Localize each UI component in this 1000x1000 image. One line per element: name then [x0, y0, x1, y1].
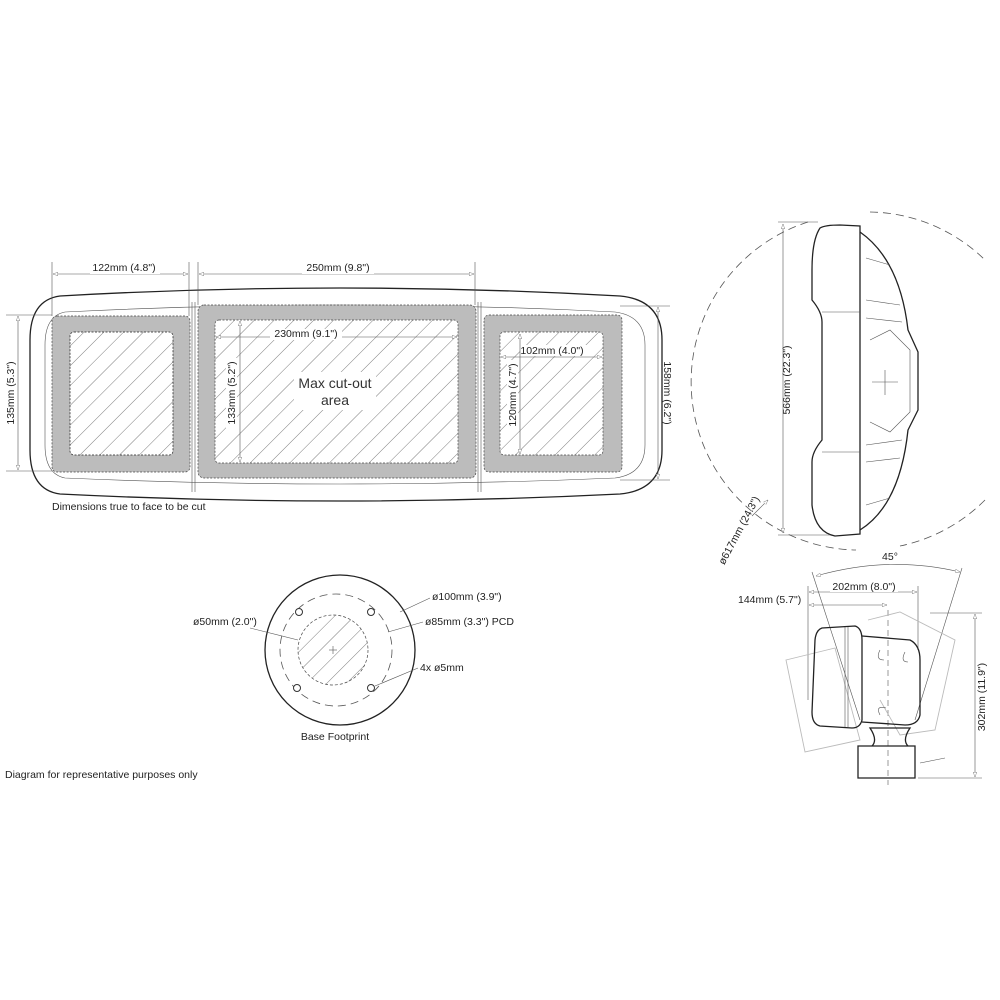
base-holes: 4x ø5mm [420, 662, 464, 674]
footer-note: Diagram for representative purposes only [5, 769, 198, 781]
base-inner-diameter: ø50mm (2.0") [193, 616, 257, 628]
dim-right-height: 120mm (4.7") [507, 363, 519, 426]
cutout-label-line1: Max cut-out [298, 375, 371, 391]
top-view: Max cut-out area 122mm (4.8") 250mm (9.8… [5, 262, 673, 513]
dim-cutout-width: 230mm (9.1") [274, 328, 337, 340]
dim-left-height: 135mm (5.3") [5, 361, 17, 424]
right-cutout [499, 331, 604, 456]
tilt-height: 302mm (11.9") [976, 663, 988, 731]
cutout-label-line2: area [321, 392, 349, 408]
base-footprint-title: Base Footprint [301, 731, 369, 743]
dim-cutout-height: 133mm (5.2") [226, 361, 238, 424]
lightbar-profile [811, 224, 861, 537]
mounting-holes [293, 608, 375, 692]
base-pcd-circle [279, 593, 393, 707]
dim-left-width: 122mm (4.8") [92, 262, 155, 274]
base-outer-diameter: ø100mm (3.9") [432, 591, 502, 603]
light-head [811, 625, 863, 729]
housing-outline [29, 287, 663, 502]
base-pcd: ø85mm (3.3") PCD [425, 616, 514, 628]
dim-right-width: 102mm (4.0") [520, 345, 583, 357]
tilt-ghost-positions [785, 611, 956, 753]
sweep-diameter: ø617mm (24.3") [716, 494, 762, 566]
sweep-circle [690, 221, 857, 551]
side-view: 566mm (22.3") ø617mm (24.3") [690, 211, 986, 567]
base-footprint: ø50mm (2.0") ø100mm (3.9") ø85mm (3.3") … [193, 574, 514, 743]
base-outer-circle [264, 574, 416, 726]
tilt-offset: 144mm (5.7") [738, 594, 801, 606]
tilt-width: 202mm (8.0") [832, 581, 895, 593]
top-view-note: Dimensions true to face to be cut [52, 501, 206, 513]
tilt-view: 45° 202mm (8.0") 144mm (5.7") 302mm (11.… [738, 551, 988, 785]
side-height: 566mm (22.3") [781, 345, 793, 414]
dim-overall-height: 158mm (6.2") [661, 361, 673, 424]
tilt-angle: 45° [882, 551, 898, 563]
dim-center-width: 250mm (9.8") [306, 262, 369, 274]
mount-base [857, 727, 916, 779]
